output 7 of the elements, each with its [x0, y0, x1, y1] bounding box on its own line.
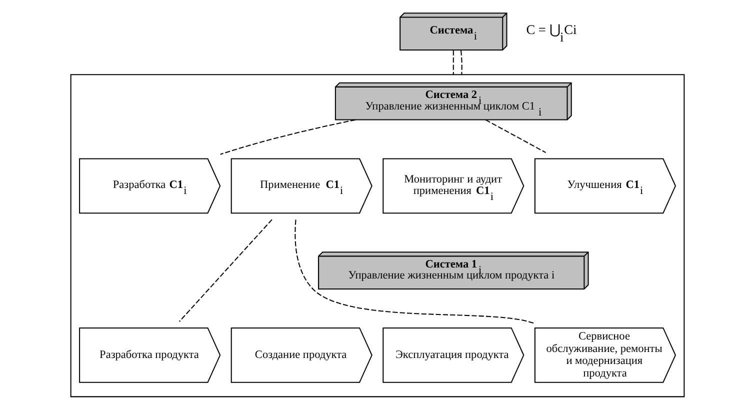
cluster — [70, 74, 685, 397]
connector — [294, 219, 535, 324]
connector — [485, 118, 546, 153]
connector — [460, 50, 462, 74]
connector — [452, 50, 454, 74]
connector — [220, 118, 356, 154]
connector — [178, 218, 272, 322]
